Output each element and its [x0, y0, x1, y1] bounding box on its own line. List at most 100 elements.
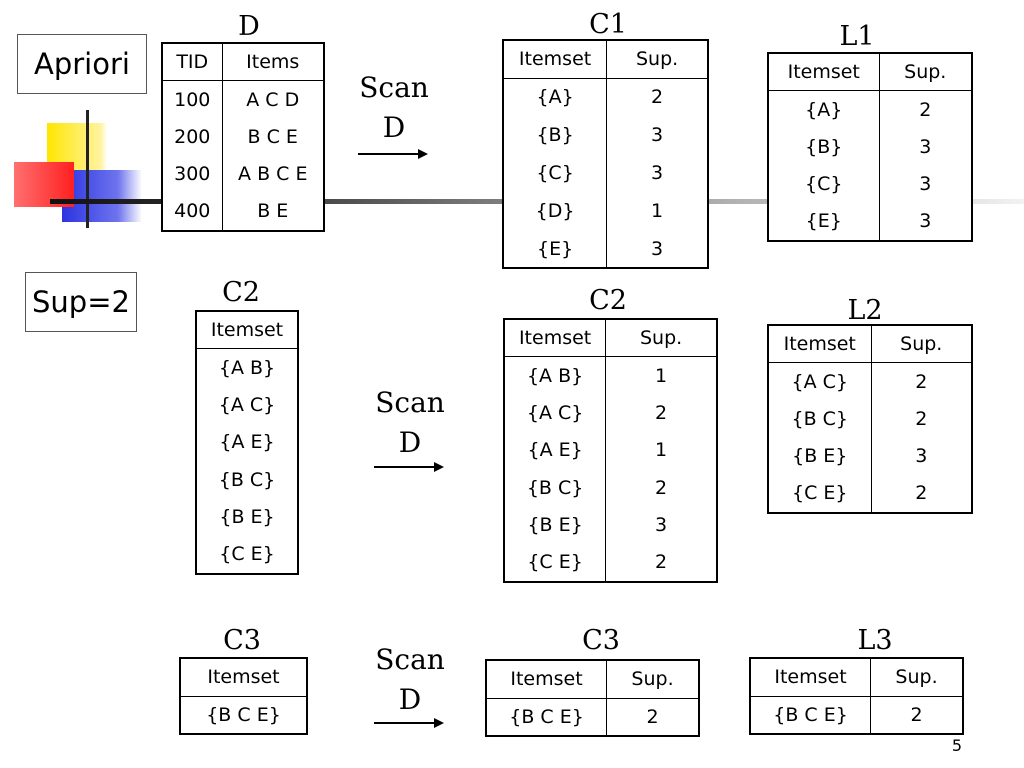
table-cell: A C D	[221, 80, 324, 118]
column-header: Itemset	[180, 658, 307, 697]
table-label-d: D	[238, 11, 260, 42]
column-header: Sup.	[606, 660, 699, 699]
table-label-l3: L3	[857, 625, 893, 656]
column-header: Itemset	[196, 311, 298, 349]
table-row: {E} 3	[503, 230, 708, 268]
table-cell: {B C}	[526, 476, 584, 499]
column-header: Itemset	[503, 40, 607, 79]
table-row: {B E} 3	[768, 437, 972, 475]
table-cell: {A E}	[527, 439, 583, 462]
column-header: Items	[221, 43, 324, 81]
table-cell: {A E}	[219, 431, 275, 454]
table-cell: {E}	[805, 210, 842, 233]
scan-text: Scan D	[350, 68, 438, 148]
table-cell: 300	[174, 163, 211, 186]
table-row: {A B}1	[504, 356, 717, 394]
table-row: {B} 3	[768, 128, 972, 166]
blue-square-decoration	[62, 170, 142, 222]
table-cell: {E}	[536, 237, 574, 260]
table-row: {B}3	[503, 116, 708, 154]
table-row: {D}1	[503, 192, 708, 230]
table-cell: 3	[878, 128, 972, 166]
table-cell: {C E}	[527, 551, 583, 574]
table-cell: 3	[870, 437, 972, 475]
table-row: {C}3	[503, 154, 708, 192]
table-c3-candidates: Itemset {B C E}	[179, 657, 308, 735]
table-cell: {A C}	[526, 401, 584, 424]
table-cell: {A C}	[218, 393, 276, 416]
table-cell: 2	[870, 362, 972, 400]
column-header: Itemset	[768, 53, 879, 91]
table-row: {B C}2	[768, 400, 972, 438]
table-cell: 3	[605, 506, 717, 544]
table-row: {B C E} 2	[750, 696, 963, 734]
table-row: {A E} 1	[504, 431, 717, 469]
table-row: {C}3	[768, 165, 972, 203]
column-header: TID	[162, 43, 222, 81]
table-label-c1: C1	[589, 9, 627, 40]
table-label-c2-left: C2	[222, 277, 260, 308]
table-row: {A}2	[503, 78, 708, 116]
scan-line2: D	[382, 111, 406, 144]
column-header: Itemset	[768, 325, 871, 363]
table-cell: 2	[605, 469, 717, 507]
table-cell: 200	[174, 125, 211, 148]
table-row: {B C E} 2	[486, 698, 699, 736]
scan-line1: Scan	[375, 386, 445, 419]
table-cell: {B E}	[219, 506, 275, 529]
table-c2-candidates: Itemset{A B} {A C} {A E} {B C} {B E} {C E}	[195, 310, 299, 575]
scan-text: Scan D	[366, 383, 454, 463]
column-header: Sup.	[870, 658, 963, 697]
table-cell: 1	[605, 356, 717, 394]
table-cell: {B}	[805, 135, 843, 158]
table-cell: {B C E}	[509, 705, 584, 728]
table-label-c3-right: C3	[582, 625, 620, 656]
table-header-row: Itemset	[196, 311, 298, 349]
table-cell: 3	[606, 230, 708, 268]
table-cell: {B}	[536, 124, 574, 146]
table-row: {C E}	[196, 536, 298, 574]
table-row: 100 A C D	[162, 80, 324, 118]
table-cell: {B C E}	[206, 703, 281, 726]
table-row: {A}2	[768, 90, 972, 128]
table-cell: B C E	[221, 118, 324, 156]
scan-text: Scan D	[366, 640, 454, 720]
apriori-title-box: Apriori	[17, 34, 147, 94]
table-row: {C E}2	[768, 475, 972, 513]
table-label-l2: L2	[847, 295, 883, 326]
table-row: {A B}	[196, 349, 298, 387]
scan-line1: Scan	[375, 643, 445, 676]
table-cell: {A C}	[791, 370, 848, 393]
right-arrow-icon	[374, 718, 444, 728]
table-cell: {A}	[536, 86, 574, 109]
table-cell: 2	[870, 696, 963, 734]
column-header: Itemset	[750, 658, 871, 697]
table-label-c3-left: C3	[223, 625, 261, 656]
column-header: Sup.	[878, 53, 972, 91]
table-row: {A C} 2	[504, 394, 717, 432]
table-cell: 2	[605, 394, 717, 432]
table-cell: 3	[606, 154, 708, 192]
table-row: {B C E}	[180, 696, 307, 734]
table-row: {B C}	[196, 461, 298, 499]
table-cell: 100	[174, 88, 211, 111]
table-cell: 1	[605, 431, 717, 469]
table-cell: {B C E}	[773, 703, 848, 726]
table-cell: {B E}	[792, 445, 848, 468]
column-header: Sup.	[606, 40, 708, 79]
scan-line2: D	[398, 683, 422, 716]
table-cell: 2	[606, 698, 699, 736]
column-header: Sup.	[870, 325, 972, 363]
table-cell: 3	[878, 203, 972, 241]
